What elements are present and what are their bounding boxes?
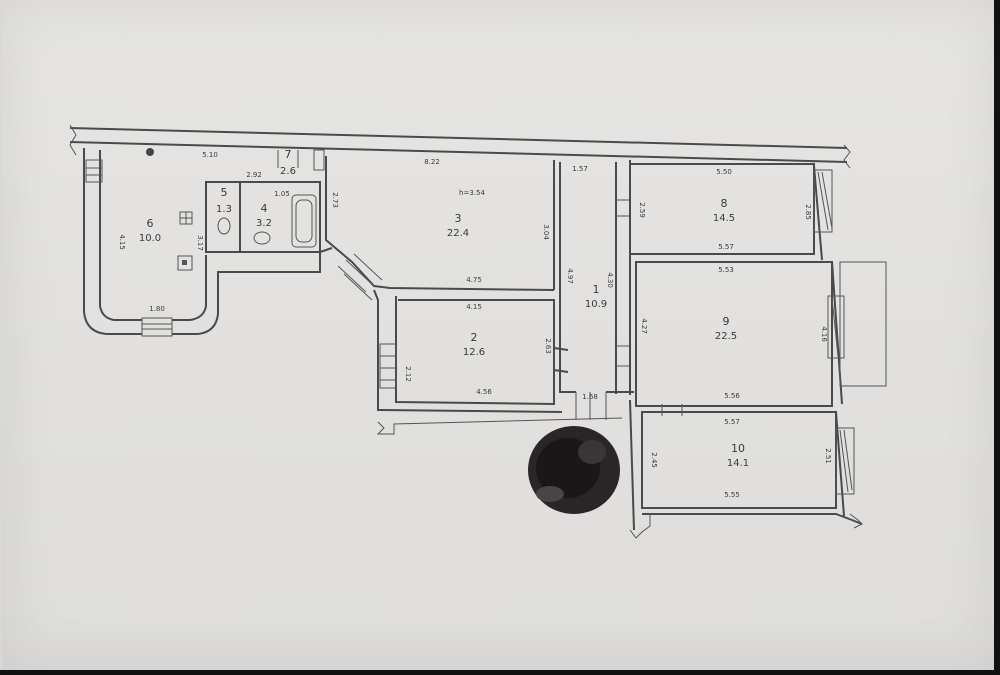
room-6-area: 10.0 xyxy=(139,233,161,244)
dimension-label: 1.05 xyxy=(274,190,290,198)
room-5-number: 5 xyxy=(221,186,228,199)
dimension-label: 5.55 xyxy=(724,491,740,499)
room-7-number: 7 xyxy=(285,148,292,161)
dimension-label: 2.73 xyxy=(331,192,339,208)
room-8-area: 14.5 xyxy=(713,213,735,224)
room-9-area: 22.5 xyxy=(715,331,737,342)
room-3-number: 3 xyxy=(455,212,462,225)
room-1-area: 10.9 xyxy=(585,299,607,310)
dimension-label: 8.22 xyxy=(424,158,440,166)
dimension-label: 2.12 xyxy=(404,366,412,382)
room-3-area: 22.4 xyxy=(447,228,469,239)
dimension-label: 1.57 xyxy=(572,165,588,173)
room-4-area: 3.2 xyxy=(256,218,272,229)
dimension-label: h=3.54 xyxy=(459,189,485,197)
dark-object xyxy=(528,426,620,514)
bathtub-icon xyxy=(291,194,317,248)
dimension-label: 4.16 xyxy=(820,326,828,342)
dimension-label: 4.56 xyxy=(476,388,492,396)
room-2-number: 2 xyxy=(471,331,478,344)
dimension-label: 3.04 xyxy=(542,224,550,240)
dimension-label: 5.57 xyxy=(724,418,740,426)
dimension-label: 1.68 xyxy=(582,393,598,401)
dimension-label: 4.15 xyxy=(118,234,126,250)
room-6-outline xyxy=(83,148,333,337)
right-wing-outline xyxy=(629,163,887,539)
room-7-area: 2.6 xyxy=(280,166,296,177)
dimension-label: 4.75 xyxy=(466,276,482,284)
dimension-label: 5.56 xyxy=(724,392,740,400)
balcony xyxy=(839,261,887,387)
stove-icon xyxy=(177,255,193,271)
room-3-outline xyxy=(325,156,555,301)
room-9-number: 9 xyxy=(723,315,730,328)
room-2-area: 12.6 xyxy=(463,347,485,358)
room-4-number: 4 xyxy=(261,202,268,215)
sanitary-block xyxy=(205,149,325,253)
dimension-label: 2.59 xyxy=(638,202,646,218)
dimension-label: 4.27 xyxy=(640,318,648,334)
dimension-label: 5.50 xyxy=(716,168,732,176)
dimension-label: 3.17 xyxy=(196,235,204,251)
dimension-label: 4.30 xyxy=(606,272,614,288)
dimension-label: 5.57 xyxy=(718,243,734,251)
room-2-outline xyxy=(373,289,623,435)
dimension-label: 1.80 xyxy=(149,305,165,313)
exterior-wall-top xyxy=(69,124,851,169)
dimension-label: 4.15 xyxy=(466,303,482,311)
dimension-label: 4.97 xyxy=(566,268,574,284)
dimension-label: 2.51 xyxy=(824,448,832,464)
room-10-number: 10 xyxy=(731,442,745,455)
room-1-number: 1 xyxy=(593,283,600,296)
dimension-labels: 5.10 8.22 2.92 1.05 4.15 3.17 1.80 2.73 … xyxy=(118,151,832,499)
frame-edge-right xyxy=(994,0,1000,675)
dimension-label: 5.53 xyxy=(718,266,734,274)
washbasin-icon xyxy=(253,231,271,245)
dimension-label: 2.45 xyxy=(650,452,658,468)
room-6-number: 6 xyxy=(147,217,154,230)
room-10-area: 14.1 xyxy=(727,458,749,469)
room-8-number: 8 xyxy=(721,197,728,210)
dimension-label: 2.63 xyxy=(544,338,552,354)
room-labels: 6 10.0 5 1.3 4 3.2 7 2.6 3 22.4 2 12.6 1… xyxy=(139,148,749,469)
dimension-label: 5.10 xyxy=(202,151,218,159)
room-1-outline xyxy=(559,160,634,420)
toilet-icon xyxy=(217,217,231,235)
chimney-icon xyxy=(146,148,154,156)
dimension-label: 2.92 xyxy=(246,171,262,179)
room-5-area: 1.3 xyxy=(216,204,232,215)
frame-edge-bottom xyxy=(0,670,1000,675)
dimension-label: 2.85 xyxy=(804,204,812,220)
